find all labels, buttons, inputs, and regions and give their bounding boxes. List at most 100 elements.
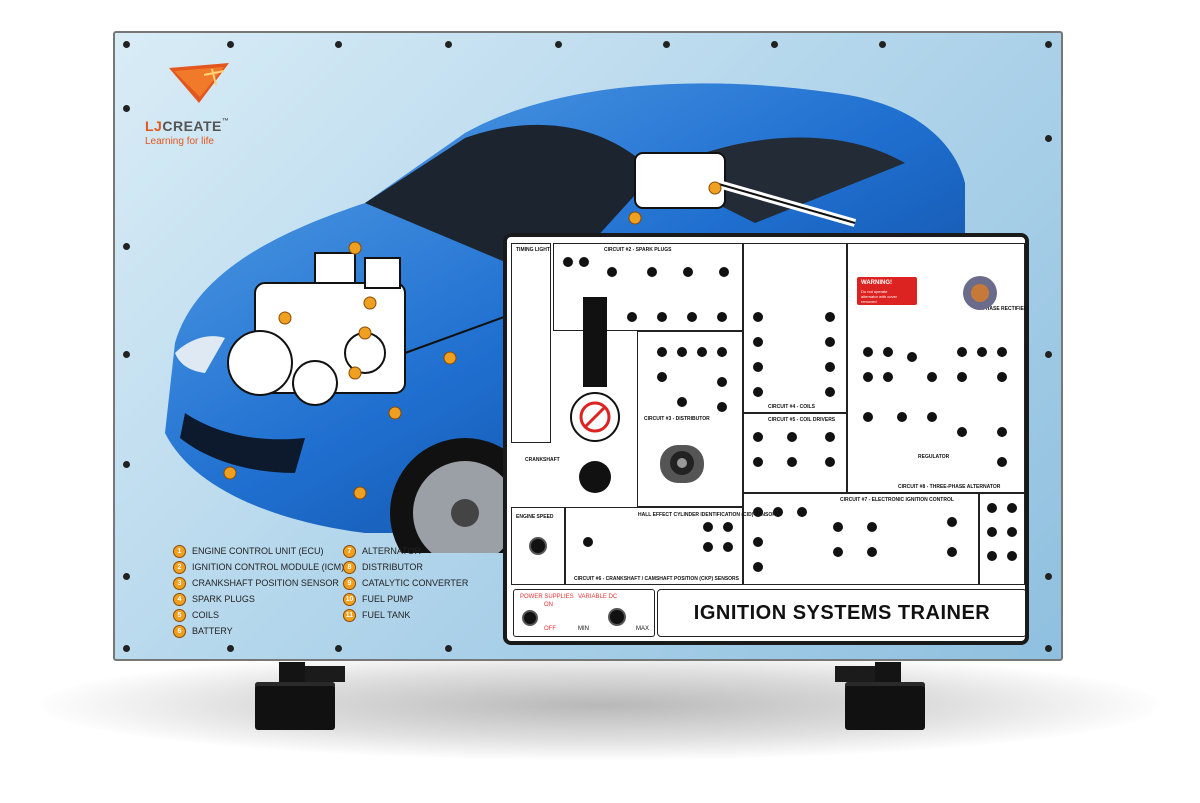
- jack-socket[interactable]: [607, 267, 617, 277]
- jack-socket[interactable]: [927, 372, 937, 382]
- jack-socket[interactable]: [579, 257, 589, 267]
- crankshaft-gear-illustration: [570, 297, 620, 493]
- jack-socket[interactable]: [787, 432, 797, 442]
- jack-socket[interactable]: [957, 347, 967, 357]
- jack-socket[interactable]: [883, 372, 893, 382]
- jack-socket[interactable]: [863, 412, 873, 422]
- jack-socket[interactable]: [753, 337, 763, 347]
- jack-socket[interactable]: [627, 312, 637, 322]
- jack-socket[interactable]: [563, 257, 573, 267]
- jack-socket[interactable]: [1007, 503, 1017, 513]
- jack-socket[interactable]: [773, 507, 783, 517]
- screw: [555, 41, 562, 48]
- jack-socket[interactable]: [825, 312, 835, 322]
- jack-socket[interactable]: [717, 402, 727, 412]
- screw: [445, 41, 452, 48]
- jack-socket[interactable]: [833, 522, 843, 532]
- jack-socket[interactable]: [957, 372, 967, 382]
- jack-socket[interactable]: [867, 522, 877, 532]
- circuit-8-three-phase-alternator: CIRCUIT #8 - THREE-PHASE ALTERNATOR 3-PH…: [847, 243, 1025, 493]
- circuit-3-distributor: CIRCUIT #3 - DISTRIBUTOR: [637, 331, 743, 507]
- jack-socket[interactable]: [719, 267, 729, 277]
- left-stand: [255, 662, 345, 732]
- jack-socket[interactable]: [1007, 551, 1017, 561]
- jack-socket[interactable]: [997, 372, 1007, 382]
- jack-socket[interactable]: [825, 337, 835, 347]
- jack-socket[interactable]: [753, 457, 763, 467]
- jack-socket[interactable]: [825, 457, 835, 467]
- jack-socket[interactable]: [825, 432, 835, 442]
- screw: [123, 573, 130, 580]
- jack-socket[interactable]: [753, 362, 763, 372]
- jack-socket[interactable]: [897, 412, 907, 422]
- jack-socket[interactable]: [825, 362, 835, 372]
- floor-shadow: [40, 650, 1160, 760]
- screw: [445, 645, 452, 652]
- jack-socket[interactable]: [787, 457, 797, 467]
- jack-socket[interactable]: [753, 432, 763, 442]
- jack-socket[interactable]: [977, 347, 987, 357]
- jack-socket[interactable]: [583, 537, 593, 547]
- brand-name: LJCREATE™: [145, 118, 230, 134]
- jack-socket[interactable]: [863, 347, 873, 357]
- jack-socket[interactable]: [987, 527, 997, 537]
- power-switch[interactable]: [522, 610, 538, 626]
- screw: [879, 41, 886, 48]
- jack-socket[interactable]: [717, 312, 727, 322]
- jack-socket[interactable]: [717, 377, 727, 387]
- jack-socket[interactable]: [997, 347, 1007, 357]
- jack-socket[interactable]: [1007, 527, 1017, 537]
- jack-socket[interactable]: [687, 312, 697, 322]
- jack-socket[interactable]: [753, 507, 763, 517]
- distributor-illustration: [660, 445, 704, 483]
- jack-socket[interactable]: [723, 522, 733, 532]
- jack-socket[interactable]: [867, 547, 877, 557]
- jack-socket[interactable]: [863, 372, 873, 382]
- jack-socket[interactable]: [753, 312, 763, 322]
- jack-socket[interactable]: [753, 537, 763, 547]
- jack-socket[interactable]: [907, 352, 917, 362]
- screw: [227, 645, 234, 652]
- screw: [663, 41, 670, 48]
- jack-socket[interactable]: [753, 562, 763, 572]
- variable-dc-knob[interactable]: [608, 608, 626, 626]
- alternator-warning-label: WARNING! Do not operate alternator with …: [857, 277, 917, 305]
- jack-socket[interactable]: [717, 347, 727, 357]
- jack-socket[interactable]: [657, 312, 667, 322]
- jack-socket[interactable]: [677, 397, 687, 407]
- jack-socket[interactable]: [947, 547, 957, 557]
- jack-socket[interactable]: [947, 517, 957, 527]
- jack-socket[interactable]: [703, 542, 713, 552]
- jack-socket[interactable]: [703, 522, 713, 532]
- jack-socket[interactable]: [677, 347, 687, 357]
- jack-socket[interactable]: [825, 387, 835, 397]
- circuit-6-ckp-sensors: CIRCUIT #6 - CRANKSHAFT / CAMSHAFT POSIT…: [565, 507, 776, 585]
- jack-socket[interactable]: [753, 387, 763, 397]
- engine-speed-knob[interactable]: [529, 537, 547, 555]
- jack-socket[interactable]: [697, 347, 707, 357]
- jack-socket[interactable]: [997, 427, 1007, 437]
- jack-socket[interactable]: [927, 412, 937, 422]
- jack-socket[interactable]: [797, 507, 807, 517]
- jack-socket[interactable]: [987, 551, 997, 561]
- jack-socket[interactable]: [647, 267, 657, 277]
- jack-socket[interactable]: [987, 503, 997, 513]
- jack-socket[interactable]: [997, 457, 1007, 467]
- jack-socket[interactable]: [957, 427, 967, 437]
- engine-speed-circuit: ENGINE SPEED: [511, 507, 565, 585]
- jack-socket[interactable]: [683, 267, 693, 277]
- jack-socket[interactable]: [657, 372, 667, 382]
- jack-socket[interactable]: [723, 542, 733, 552]
- jack-socket[interactable]: [883, 347, 893, 357]
- circuit-5-coil-drivers: CIRCUIT #5 - COIL DRIVERS: [743, 413, 847, 493]
- jack-socket[interactable]: [657, 347, 667, 357]
- jack-socket[interactable]: [833, 547, 843, 557]
- screw: [1045, 573, 1052, 580]
- screw: [123, 243, 130, 250]
